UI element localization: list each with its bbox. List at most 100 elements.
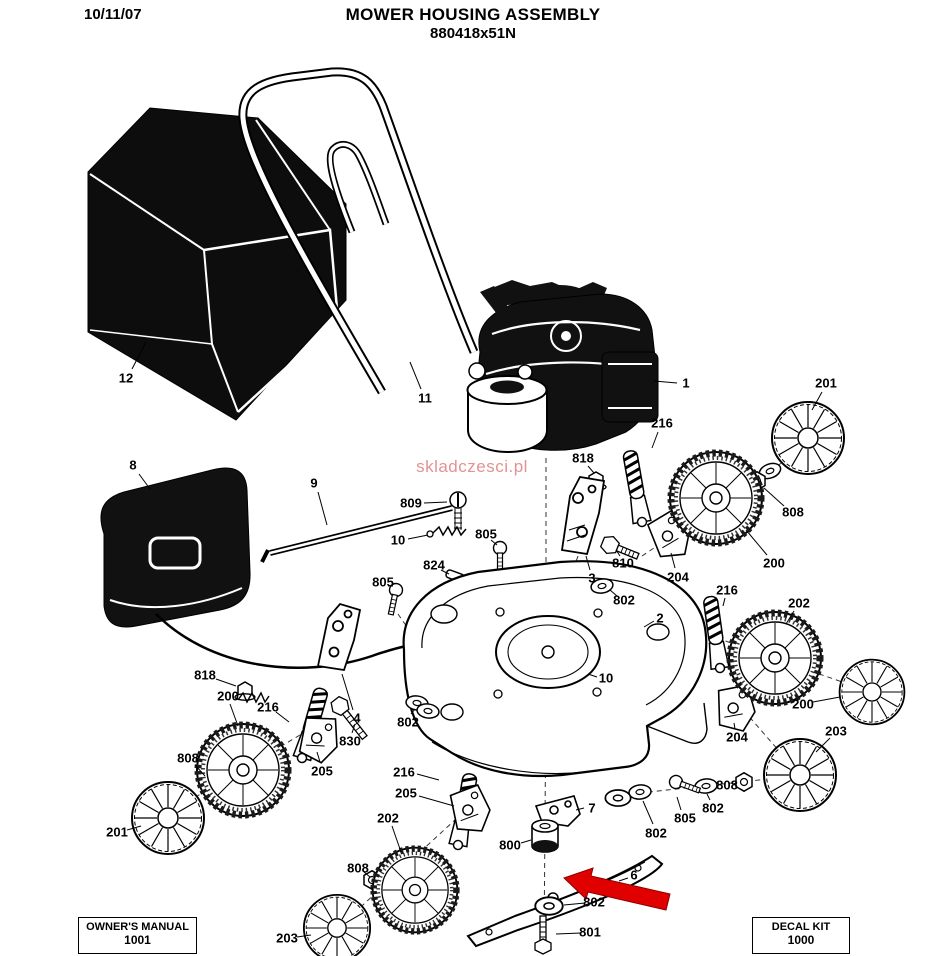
owners-manual-box: OWNER'S MANUAL 1001 bbox=[78, 917, 197, 954]
leader-line bbox=[490, 539, 498, 546]
part-label-12: 12 bbox=[119, 371, 133, 386]
leader-line bbox=[440, 569, 450, 575]
leader-line bbox=[317, 491, 328, 526]
leader-line bbox=[138, 473, 151, 490]
part-label-6: 6 bbox=[630, 868, 637, 883]
handle-rod bbox=[260, 505, 453, 563]
part-label-818: 818 bbox=[572, 451, 594, 466]
part-label-802: 802 bbox=[583, 895, 605, 910]
leader-line bbox=[815, 737, 831, 753]
leader-line bbox=[296, 934, 312, 938]
axle-nut-808-rear bbox=[735, 772, 753, 792]
bracket-4 bbox=[316, 602, 362, 672]
part-label-8: 8 bbox=[129, 458, 136, 473]
hubcap-201-left bbox=[131, 781, 205, 855]
part-label-808: 808 bbox=[716, 778, 738, 793]
leader-line bbox=[418, 795, 455, 807]
leader-line bbox=[587, 673, 598, 678]
part-label-4: 4 bbox=[353, 711, 361, 726]
part-label-202: 202 bbox=[377, 811, 399, 826]
part-label-808: 808 bbox=[177, 751, 199, 766]
part-label-203: 203 bbox=[825, 724, 847, 739]
part-label-216: 216 bbox=[716, 583, 738, 598]
part-label-10: 10 bbox=[391, 533, 405, 548]
leader-line bbox=[416, 773, 440, 781]
leader-line bbox=[812, 696, 841, 703]
part-label-7: 7 bbox=[588, 801, 595, 816]
bracket-3 bbox=[560, 476, 606, 556]
part-label-202: 202 bbox=[788, 596, 810, 611]
part-label-802: 802 bbox=[397, 715, 419, 730]
decal-kit-number: 1000 bbox=[787, 933, 815, 947]
hubcap-203-rear-right bbox=[763, 738, 837, 812]
leader-line bbox=[642, 800, 654, 825]
blade-adapter bbox=[531, 819, 559, 853]
highlight-arrow bbox=[563, 867, 671, 911]
leader-line bbox=[391, 825, 402, 853]
part-label-204: 204 bbox=[667, 570, 689, 585]
screw-809 bbox=[449, 491, 467, 530]
leader-line bbox=[722, 597, 726, 607]
date: 10/11/07 bbox=[84, 6, 142, 23]
handle-bar bbox=[238, 67, 479, 395]
part-label-802: 802 bbox=[613, 593, 635, 608]
leader-line bbox=[587, 465, 595, 474]
part-label-201: 201 bbox=[106, 825, 128, 840]
part-label-805: 805 bbox=[674, 811, 696, 826]
wheel-200-left bbox=[197, 724, 289, 816]
hubcap-201-front-right bbox=[771, 401, 845, 475]
part-label-810: 810 bbox=[612, 556, 634, 571]
part-label-203: 203 bbox=[276, 931, 298, 946]
leader-line bbox=[615, 549, 621, 557]
leader-line bbox=[423, 501, 448, 504]
engine bbox=[466, 280, 659, 454]
leader-line bbox=[229, 703, 239, 727]
leader-line bbox=[745, 529, 768, 556]
leader-line bbox=[653, 380, 678, 384]
part-label-216: 216 bbox=[651, 416, 673, 431]
part-label-800: 800 bbox=[499, 838, 521, 853]
part-label-201: 201 bbox=[815, 376, 837, 391]
part-label-216: 216 bbox=[393, 765, 415, 780]
part-label-809: 809 bbox=[400, 496, 422, 511]
decal-kit-box: DECAL KIT 1000 bbox=[752, 917, 850, 954]
part-label-216: 216 bbox=[257, 700, 279, 715]
wheel-202-bottom bbox=[373, 848, 458, 933]
owners-manual-number: 1001 bbox=[124, 933, 151, 947]
part-label-2: 2 bbox=[656, 611, 663, 626]
model-number: 880418x51N bbox=[430, 25, 516, 42]
hubcap-right-edge bbox=[838, 658, 906, 726]
part-label-805: 805 bbox=[372, 575, 394, 590]
leader-line bbox=[585, 555, 591, 571]
part-label-805: 805 bbox=[475, 527, 497, 542]
wheel-200-front-right bbox=[670, 452, 762, 544]
leader-line bbox=[575, 807, 585, 811]
leader-line bbox=[555, 932, 582, 935]
hubcap-203-bottom bbox=[302, 893, 372, 956]
part-label-204: 204 bbox=[726, 730, 748, 745]
leader-line bbox=[215, 678, 237, 687]
part-label-808: 808 bbox=[782, 505, 804, 520]
leader-line bbox=[732, 782, 738, 785]
leader-line bbox=[341, 673, 354, 711]
page-title: MOWER HOUSING ASSEMBLY bbox=[345, 5, 601, 24]
washer-802-rear-a bbox=[627, 783, 653, 801]
part-label-808: 808 bbox=[347, 861, 369, 876]
leader-line bbox=[676, 796, 682, 811]
part-label-824: 824 bbox=[423, 558, 445, 573]
leader-line bbox=[651, 431, 659, 449]
part-label-205: 205 bbox=[395, 786, 417, 801]
wheel-bracket-205-bottom bbox=[448, 783, 493, 835]
leader-line bbox=[194, 764, 206, 777]
part-label-802: 802 bbox=[702, 801, 724, 816]
watermark: skladczesci.pl bbox=[416, 457, 528, 476]
leader-line bbox=[316, 751, 321, 763]
leader-line bbox=[351, 723, 356, 734]
mower-deck bbox=[402, 560, 708, 778]
leader-line bbox=[763, 487, 785, 507]
leader-line bbox=[733, 722, 736, 730]
part-label-200: 200 bbox=[763, 556, 785, 571]
spring-clip-top bbox=[426, 525, 467, 538]
